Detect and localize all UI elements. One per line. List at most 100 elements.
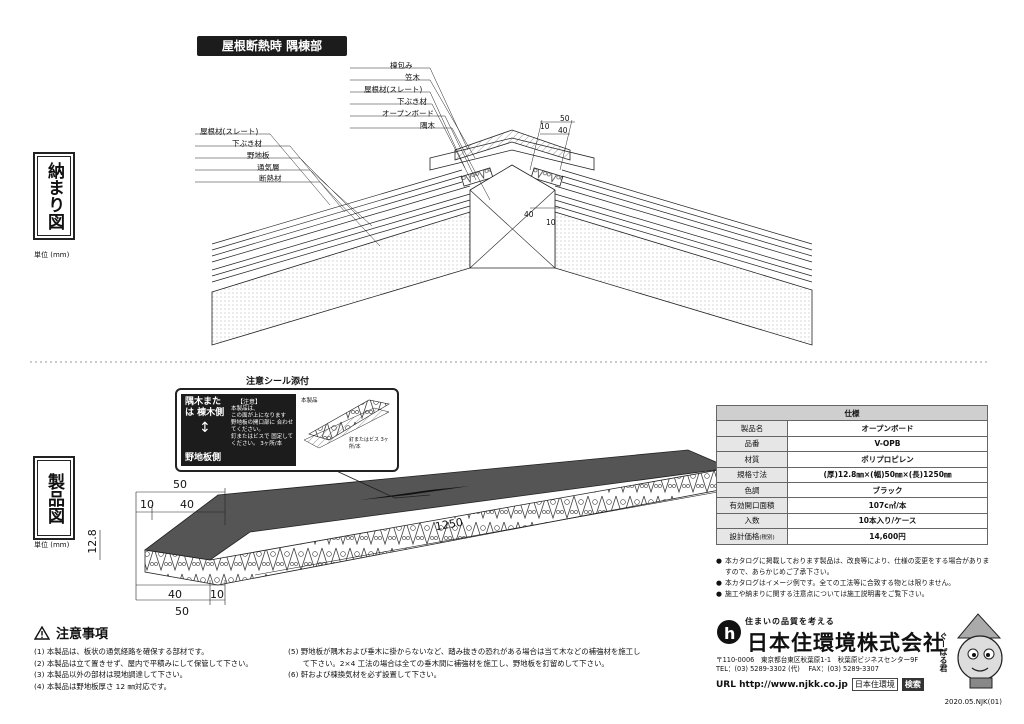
spec-key-text: 設計価格 <box>729 531 760 541</box>
notice-text: 本製品は、 この面が上になります 野地板の開口部に 合わせてください。 釘または… <box>231 406 295 448</box>
detail-dim-10b: 10 <box>546 218 556 227</box>
caution-list-right: (5) 野地板が隅木および垂木に掛からないなど、踏み抜きの恐れがある場合は当て木… <box>288 646 640 681</box>
detail-dim-40b: 40 <box>524 210 534 219</box>
company-phone: TEL：(03) 5289-3302 (代) FAX：(03) 5289-330… <box>716 665 879 673</box>
notice-text2: この面が上になります <box>231 413 287 419</box>
spec-key: 色調 <box>716 481 788 499</box>
spec-value: 10本入り/ケース <box>787 512 988 530</box>
label-sheathing: 野地板 <box>247 151 270 160</box>
detail-dim-50: 50 <box>560 114 570 123</box>
product-dim-50-bot: 50 <box>175 605 189 618</box>
caution-item: (6) 軒および棟換気材を必ず設置して下さい。 <box>288 670 442 680</box>
spec-row: 製品名オープンボード <box>716 420 988 437</box>
note-item: 本カタログに掲載しております製品は、改良等により、仕様の変更をする場合があります… <box>716 556 996 578</box>
notice-text1: 本製品は、 <box>231 406 259 412</box>
product-dim-40-top: 40 <box>180 498 194 511</box>
company-url-row: URL http://www.njkk.co.jp 日本住環境 検索 <box>716 678 924 691</box>
section-label-product: 製品図 <box>33 456 75 540</box>
product-dim-40-bot: 40 <box>168 588 182 601</box>
notice-text4: 釘またはビスで 固定してください。 3ヶ所/本 <box>231 434 294 447</box>
label-underlay-top: 下ぶき材 <box>397 97 427 106</box>
caution-heading: 注意事項 <box>34 623 108 642</box>
section-label-detail-text: 納まり図 <box>44 162 64 230</box>
company-address: 〒110-0006 東京都台東区秋葉原1-1 秋葉原ビジネスセンター9F TEL… <box>716 656 918 674</box>
mascot-icon <box>944 606 1010 692</box>
note-item: 施工や納まりに関する注意点については施工説明書をご覧下さい。 <box>716 589 996 600</box>
notice-sticker-dark: 隅木または 棟木側 ↕ 野地板側 【注意】 本製品は、 この面が上になります 野… <box>181 394 296 466</box>
label-ridge-cap: 棟包み <box>390 61 413 70</box>
caution-title: 注意事項 <box>56 627 109 642</box>
spec-value: 14,600円 <box>787 528 988 545</box>
label-hip-rafter: 隅木 <box>420 121 435 130</box>
spec-row: 色調ブラック <box>716 481 988 499</box>
product-dim-50-top: 50 <box>173 478 187 491</box>
spec-key-note: (税別) <box>759 534 775 541</box>
spec-value: 107c㎡/本 <box>787 497 988 514</box>
caution-item: (4) 本製品は野地板厚さ 12 ㎜対応です。 <box>34 681 172 691</box>
spec-header: 仕様 <box>716 404 988 422</box>
spec-value: ブラック <box>787 481 988 499</box>
caution-item: (2) 本製品は立て置きせず、屋内で平積みにして保管して下さい。 <box>34 658 253 668</box>
caution-list-left: (1) 本製品は、板状の通気経路を確保する部材です。 (2) 本製品は立て置きせ… <box>34 646 253 692</box>
arrow-updown-icon: ↕ <box>199 420 211 436</box>
spec-key: 製品名 <box>716 420 788 437</box>
spec-key: 入数 <box>716 512 788 530</box>
search-button[interactable]: 検索 <box>901 678 924 691</box>
note-item: 本カタログはイメージ例です。全ての工法等に合致する物とは限りません。 <box>716 578 996 589</box>
detail-dim-40: 40 <box>558 126 568 135</box>
unit-label: 単位 (mm) <box>34 251 70 259</box>
notice-heading: 注意シール添付 <box>246 377 310 387</box>
spec-value: V-OPB <box>787 435 988 453</box>
product-dim-10-bot: 10 <box>210 588 224 601</box>
notice-sticker: 隅木または 棟木側 ↕ 野地板側 【注意】 本製品は、 この面が上になります 野… <box>175 388 399 472</box>
spec-key: 規格寸法 <box>716 466 788 483</box>
caution-item: て下さい。2×4 工法の場合は全ての垂木間に補強材を施工し、野地板を釘留めして下… <box>288 658 609 668</box>
product-dim-thickness: 12.8 <box>85 529 99 554</box>
detail-dim-10a: 10 <box>540 122 550 131</box>
spec-key: 材質 <box>716 451 788 468</box>
spec-key: 設計価格(税別) <box>716 528 788 545</box>
spec-value: (厚)12.8㎜×(幅)50㎜×(長)1250㎜ <box>787 466 988 483</box>
notes-list: 本カタログに掲載しております製品は、改良等により、仕様の変更をする場合があります… <box>716 556 996 600</box>
label-open-board: オープンボード <box>382 109 435 118</box>
label-kasagi: 笠木 <box>405 73 420 82</box>
notice-tag: 【注意】 <box>237 399 262 406</box>
caution-item: (5) 野地板が隅木および垂木に掛からないなど、踏み抜きの恐れがある場合は当て木… <box>288 647 641 656</box>
company-postal-address: 〒110-0006 東京都台東区秋葉原1-1 秋葉原ビジネスセンター9F <box>716 656 919 664</box>
spec-row: 設計価格(税別)14,600円 <box>716 528 988 545</box>
caution-item: (1) 本製品は、板状の通気経路を確保する部材です。 <box>34 647 209 656</box>
caution-item: (3) 本製品以外の部材は現地調達して下さい。 <box>34 670 188 680</box>
notice-diagram <box>303 399 390 449</box>
section-label-detail: 納まり図 <box>33 152 75 240</box>
company-logo-icon: h <box>716 617 742 647</box>
company-slogan: 住まいの品質を考える <box>745 617 835 626</box>
spec-key: 有効開口面積 <box>716 497 788 514</box>
label-insulation: 断熱材 <box>259 174 282 183</box>
notice-diagram-label: 本製品 <box>301 398 318 404</box>
notice-text3: 野地板の開口部に 合わせてください。 <box>231 420 294 433</box>
spec-row: 材質ポリプロピレン <box>716 451 988 468</box>
notice-side-bottom: 野地板側 <box>185 453 222 463</box>
mascot-name: ぐーぱる君 <box>939 632 948 672</box>
label-airspace: 通気層 <box>257 163 280 172</box>
notice-side-top: 隅木または 棟木側 <box>185 397 225 418</box>
search-box[interactable]: 日本住環境 <box>851 678 898 691</box>
spec-value: オープンボード <box>787 420 988 437</box>
page-title: 屋根断熱時 隅棟部 <box>197 36 347 56</box>
company-name: 日本住環境株式会社 <box>747 631 945 655</box>
spec-key: 品番 <box>716 435 788 453</box>
unit-label-2: 単位 (mm) <box>34 541 70 549</box>
company-url[interactable]: URL http://www.njkk.co.jp <box>716 679 848 690</box>
footer-code: 2020.05.NJK(01) <box>944 698 1002 706</box>
label-roofing-top: 屋根材(スレート) <box>364 85 423 94</box>
warning-icon <box>34 625 50 640</box>
spec-row: 規格寸法(厚)12.8㎜×(幅)50㎜×(長)1250㎜ <box>716 466 988 483</box>
label-underlay: 下ぶき材 <box>232 139 262 148</box>
product-dim-10-top: 10 <box>140 498 154 511</box>
spec-value: ポリプロピレン <box>787 451 988 468</box>
